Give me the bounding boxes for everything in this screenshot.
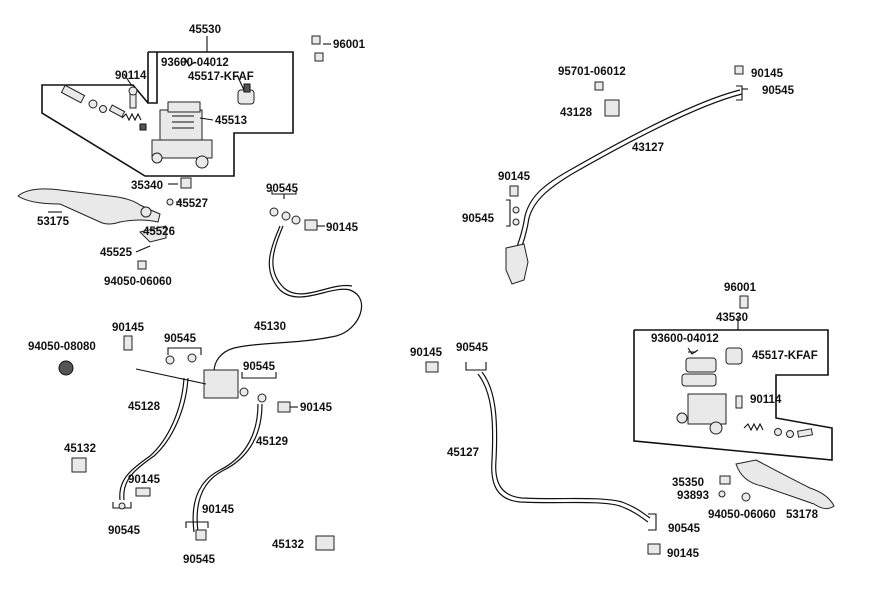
label-93893: 93893 [677, 490, 709, 502]
label-90145-mid: 90145 [112, 322, 145, 334]
label-90545-lower-mid: 90545 [183, 554, 216, 566]
label-90545-right-lower: 90545 [456, 342, 489, 354]
label-94050-06060-right: 94050-06060 [708, 509, 776, 521]
label-96001-right: 96001 [724, 282, 757, 294]
left-brake-lever [17, 188, 161, 225]
label-90145-bottom-right: 90145 [667, 548, 700, 560]
label-45517-left: 45517-KFAF [188, 71, 254, 83]
label-90545-top: 90545 [266, 183, 299, 195]
label-90545-caliper: 90545 [462, 213, 495, 225]
label-45513: 45513 [215, 115, 247, 127]
label-90545-lower-left: 90545 [108, 525, 141, 537]
bracket-43128 [604, 99, 620, 117]
label-35350: 35350 [672, 477, 704, 489]
label-45129: 45129 [256, 436, 288, 448]
label-90145-right-junction: 90145 [300, 402, 333, 414]
label-90145-top-right: 90145 [751, 68, 784, 80]
label-45132-right: 45132 [272, 539, 304, 551]
label-94050-06060-left: 94050-06060 [104, 276, 172, 288]
label-94050-08080: 94050-08080 [28, 341, 96, 353]
label-45517-right: 45517-KFAF [752, 350, 818, 362]
label-45530-left: 45530 [189, 24, 221, 36]
left-bleeder-screw [128, 86, 138, 109]
label-90145-top: 90145 [326, 222, 359, 234]
right-cap [725, 347, 743, 365]
left-master-cylinder-group [41, 35, 331, 177]
label-35340: 35340 [131, 180, 163, 192]
label-90114-left: 90114 [115, 70, 147, 82]
label-45128: 45128 [128, 401, 161, 413]
label-53178: 53178 [786, 509, 819, 521]
label-45525: 45525 [100, 247, 133, 259]
label-45526: 45526 [143, 226, 175, 238]
label-90545-right-junction: 90545 [243, 361, 276, 373]
left-switch-screw-96001 [311, 35, 324, 62]
clip-45132-right [315, 535, 335, 551]
label-90145-lower-left: 90145 [128, 474, 161, 486]
left-lever-bits [135, 177, 192, 270]
hose-45127 [477, 373, 649, 523]
label-93600-left: 93600-04012 [161, 57, 229, 69]
right-lower-hose-system [425, 361, 661, 555]
junction-block [203, 369, 239, 399]
label-90114-right: 90114 [750, 394, 782, 406]
hose-43127 [511, 89, 741, 263]
hose-45130 [213, 225, 363, 373]
left-assembly-frame-notch [147, 52, 158, 104]
label-45132-left: 45132 [64, 443, 96, 455]
label-45127: 45127 [447, 447, 479, 459]
label-93600-right: 93600-04012 [651, 333, 719, 345]
right-top-hose-system [505, 65, 748, 285]
label-90145-right-lower: 90145 [410, 347, 443, 359]
left-hose-system [58, 190, 363, 551]
label-95701: 95701-06012 [558, 66, 626, 78]
label-53175: 53175 [37, 216, 70, 228]
hose-45129 [192, 403, 259, 533]
label-90545-bottom-right: 90545 [668, 523, 701, 535]
label-90145-lower-mid: 90145 [202, 504, 235, 516]
clip-45132-left [71, 457, 87, 473]
label-45527: 45527 [176, 198, 208, 210]
label-90145-caliper: 90145 [498, 171, 531, 183]
right-reservoir-body [687, 393, 727, 425]
bolt-90145-left [123, 335, 133, 351]
label-43128: 43128 [560, 107, 593, 119]
label-90545-mid: 90545 [164, 333, 197, 345]
label-96001-left: 96001 [333, 39, 366, 51]
right-brake-lever [718, 459, 835, 510]
label-45130: 45130 [254, 321, 286, 333]
left-cover-screw [181, 57, 196, 67]
hose-45128 [119, 377, 185, 501]
nut-94050-08080 [58, 360, 74, 376]
caliper-top-right [505, 243, 529, 285]
label-90545-top-right: 90545 [762, 85, 795, 97]
label-43127: 43127 [632, 142, 664, 154]
left-seal-kit [60, 84, 147, 131]
left-cap [237, 83, 255, 105]
right-assembly-frame [633, 329, 833, 461]
left-reservoir-body [151, 101, 213, 169]
part-labels: 45530 96001 93600-04012 90114 45517-KFAF… [28, 24, 819, 566]
left-assembly-frame [41, 51, 294, 177]
right-master-cylinder-group [633, 295, 833, 461]
label-43530: 43530 [716, 312, 748, 324]
